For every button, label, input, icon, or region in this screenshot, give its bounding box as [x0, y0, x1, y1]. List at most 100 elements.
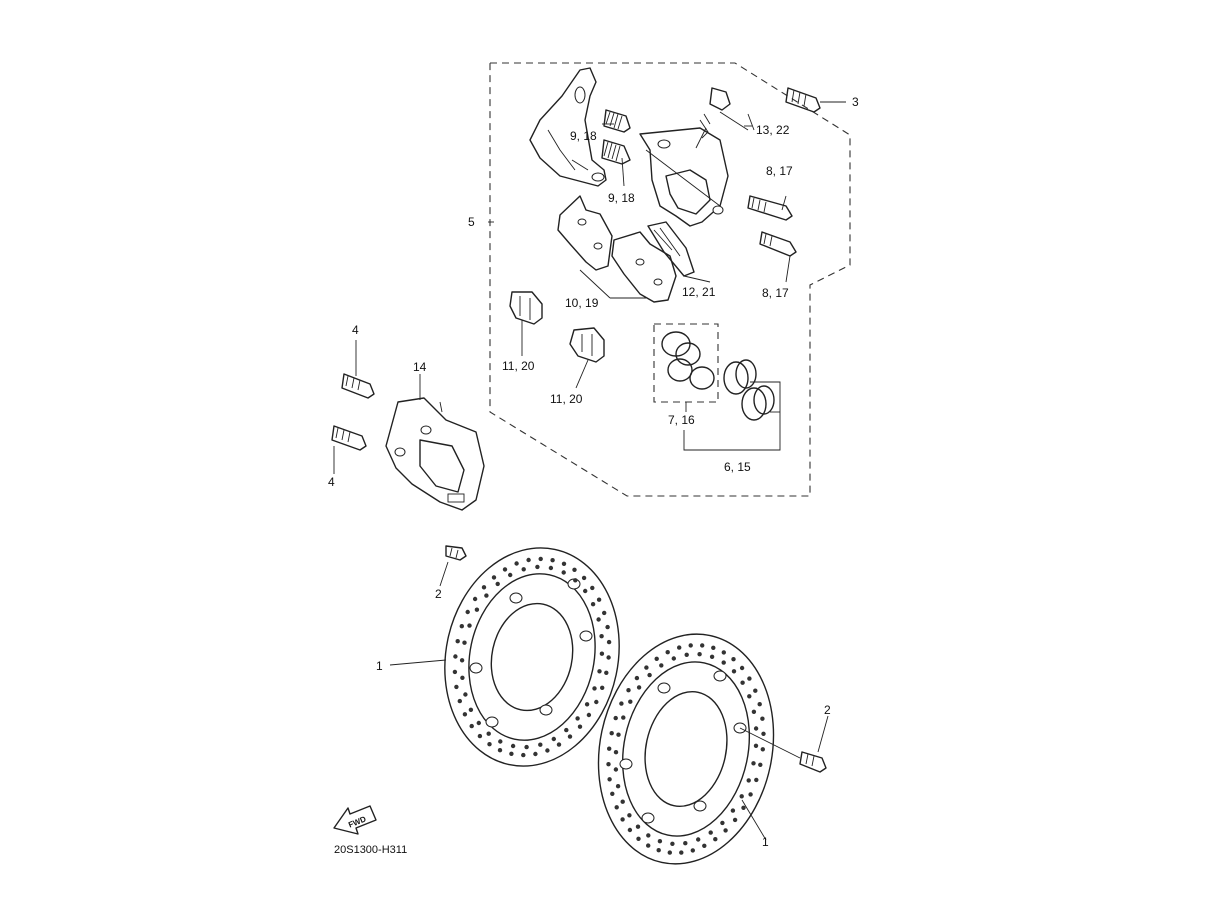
disc-left-perforations-inner	[459, 564, 605, 750]
disc-perforation	[453, 654, 458, 659]
disc-perforation	[613, 767, 619, 772]
disc-perforation	[599, 651, 605, 656]
disc-perforation	[721, 660, 726, 665]
disc-perforation	[620, 799, 625, 804]
disc-perforation	[760, 716, 765, 721]
slide-pin-lower	[601, 139, 631, 165]
disc-perforation	[567, 734, 573, 739]
disc-perforation	[740, 680, 745, 685]
caliper-bolt-3	[785, 87, 821, 113]
assembly-boundary	[489, 62, 851, 497]
disc-left-perforations-outer	[452, 556, 612, 758]
disc-perforation	[609, 731, 614, 736]
disc-perforation	[467, 623, 472, 628]
pad-clip-lower	[569, 327, 605, 363]
disc-perforation	[723, 828, 728, 833]
disc-perforation	[761, 731, 766, 736]
callout-8-17-lower: 8, 17	[762, 286, 789, 300]
slide-pin-upper	[603, 109, 631, 133]
disc-perforation	[548, 565, 554, 571]
disc-perforation	[497, 748, 503, 753]
brake-disc-right	[597, 633, 775, 865]
disc-perforation	[476, 720, 481, 726]
disc-perforation	[592, 686, 597, 691]
disc-perforation	[590, 585, 595, 591]
callout-6-15: 6, 15	[724, 460, 751, 474]
disc-right-perforations-outer	[606, 643, 766, 855]
disc-perforation	[696, 837, 701, 842]
disc-perforation	[684, 652, 689, 657]
caliper-mount-bolt-lower	[331, 425, 367, 451]
disc-perforation	[739, 794, 744, 799]
disc-perforation	[550, 558, 555, 563]
disc-perforation	[561, 570, 566, 575]
callout-14: 14	[413, 360, 427, 374]
callout-4-lower: 4	[328, 475, 335, 489]
disc-perforation	[607, 746, 612, 751]
disc-perforation	[581, 575, 587, 581]
disc-perforation	[599, 634, 604, 639]
disc-perforation	[634, 675, 640, 681]
disc-perforation	[605, 624, 610, 630]
callout-1-left: 1	[376, 659, 383, 673]
disc-perforation	[644, 665, 649, 670]
disc-perforation	[524, 744, 529, 750]
disc-perforation	[635, 824, 641, 829]
disc-perforation	[462, 640, 467, 645]
disc-perforation	[495, 581, 500, 587]
disc-perforation	[573, 578, 578, 583]
disc-perforation	[596, 617, 601, 622]
disc-perforation	[600, 685, 605, 690]
disc-perforation	[586, 712, 592, 718]
disc-perforation	[620, 817, 625, 822]
disc-perforation	[646, 833, 651, 838]
disc-perforation	[610, 791, 615, 796]
disc-perforation	[508, 572, 513, 578]
callout-13-22: 13, 22	[756, 123, 790, 137]
disc-perforation	[474, 607, 480, 612]
disc-perforation	[667, 850, 672, 855]
disc-perforation	[477, 733, 483, 739]
caliper-assembly	[385, 397, 485, 511]
disc-perforation	[627, 813, 632, 818]
piston-seal-set	[653, 323, 719, 403]
disc-perforation	[590, 602, 596, 607]
callout-8-17-upper: 8, 17	[766, 164, 793, 178]
disc-perforation	[616, 732, 621, 737]
disc-perforation	[577, 724, 583, 729]
callout-11-20-lower: 11, 20	[550, 392, 583, 406]
disc-perforation	[584, 702, 590, 707]
disc-perforation	[747, 676, 752, 681]
disc-perforation	[613, 715, 618, 721]
disc-perforation	[731, 669, 737, 674]
disc-perforation	[545, 748, 550, 753]
disc-right-perforations-inner	[613, 652, 759, 846]
disc-perforation	[626, 688, 631, 693]
disc-perforation	[604, 670, 609, 675]
disc-perforation	[602, 610, 607, 616]
diagram-code: 20S1300-H311	[334, 844, 407, 856]
disc-perforation	[538, 556, 543, 562]
disc-perforation	[671, 656, 676, 661]
disc-perforation	[575, 716, 580, 721]
disc-perforation	[607, 777, 612, 782]
disc-perforation	[596, 597, 602, 602]
callout-5: 5	[468, 215, 475, 229]
disc-perforation	[465, 609, 470, 615]
disc-perforation	[679, 850, 684, 855]
fwd-arrow-icon: FWD	[333, 805, 377, 835]
disc-perforation	[472, 596, 478, 602]
brake-pad-front	[557, 195, 613, 271]
disc-perforation	[708, 830, 713, 835]
disc-perforation	[468, 707, 474, 712]
disc-perforation	[747, 694, 752, 699]
disc-perforation	[487, 742, 492, 747]
disc-perforation	[454, 684, 459, 690]
disc-perforation	[753, 688, 758, 693]
leader-lines	[333, 101, 846, 841]
disc-perforation	[564, 727, 569, 733]
disc-perforation	[498, 739, 503, 744]
disc-perforation	[647, 672, 652, 678]
disc-perforation	[491, 575, 497, 580]
